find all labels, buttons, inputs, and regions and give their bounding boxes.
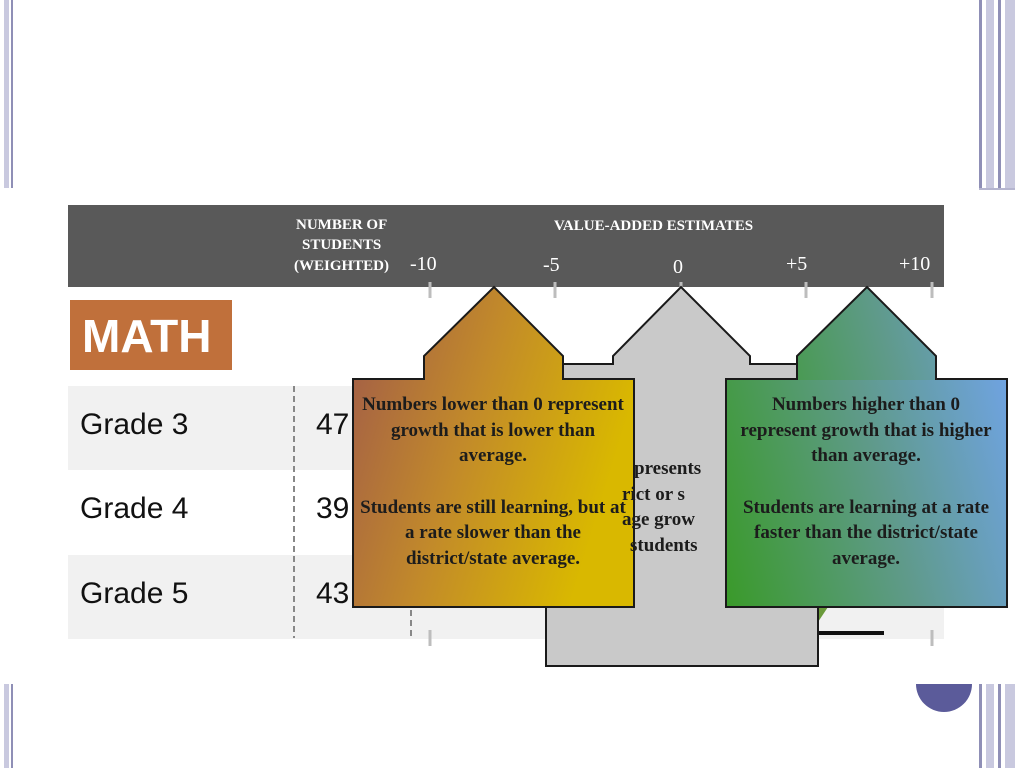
right-border-line-3: [979, 684, 982, 768]
right-callout-cover: [727, 380, 1006, 606]
center-callout-line: rict or s: [622, 483, 685, 505]
tick-label-plus-10: +10: [899, 253, 931, 275]
left-arrow-callout: [352, 285, 635, 608]
center-callout-line: presents: [634, 458, 702, 479]
students-column-title-line-1: NUMBER OF: [296, 217, 388, 233]
table-header: [68, 205, 944, 287]
right-border-bar-4: [1005, 684, 1015, 768]
grade-label: Grade 3: [80, 408, 189, 441]
right-callout-text: Numbers higher than 0 represent growth t…: [733, 392, 999, 571]
right-callout-paragraph-2: Students are learning at a rate faster t…: [742, 496, 990, 569]
left-callout-text: Numbers lower than 0 represent growth th…: [360, 392, 626, 571]
left-border-bar-bottom: [4, 684, 9, 768]
subject-badge-label: MATH: [82, 310, 212, 362]
students-count: 47: [316, 408, 350, 441]
grade-label: Grade 4: [80, 492, 189, 525]
right-border-line-1: [979, 0, 982, 188]
center-callout-line: students: [630, 534, 698, 556]
center-callout-line: age grow: [622, 509, 695, 530]
subject-badge: MATH: [68, 298, 234, 372]
tick-label-minus-5: -5: [543, 254, 560, 276]
tick-label-minus-10: -10: [410, 253, 437, 275]
students-count: 39: [316, 492, 350, 525]
right-callout-paragraph-1: Numbers higher than 0 represent growth t…: [740, 394, 992, 466]
students-column-title-line-2: STUDENTS: [302, 237, 382, 253]
left-border-line-top: [11, 0, 13, 188]
right-border-line-2: [998, 0, 1001, 188]
hidden-green-marker: [818, 604, 830, 622]
right-border-divider: [979, 188, 1015, 190]
bottom-axis-ticks: [428, 630, 934, 646]
grade-label: Grade 5: [80, 577, 189, 610]
left-border-line-bottom: [11, 684, 13, 768]
table-row: Grade 4 39: [68, 470, 944, 554]
slide-number-circle: [916, 684, 972, 712]
right-border-bar-3: [986, 684, 994, 768]
center-callout-text: presents rict or s age grow students: [600, 456, 740, 558]
tick-label-plus-5: +5: [786, 253, 808, 275]
left-border-bar-top: [4, 0, 9, 188]
tick-label-zero: 0: [673, 256, 683, 278]
right-border-bar-2: [1005, 0, 1015, 188]
students-column-title-line-3: (WEIGHTED): [294, 258, 390, 274]
right-border-line-4: [998, 684, 1001, 768]
left-callout-paragraph-1: Numbers lower than 0 represent growth th…: [362, 394, 624, 466]
left-callout-paragraph-2: Students are still learning, but at a ra…: [360, 496, 626, 569]
value-added-title: VALUE-ADDED ESTIMATES: [554, 218, 754, 234]
right-border-bar-1: [986, 0, 994, 188]
